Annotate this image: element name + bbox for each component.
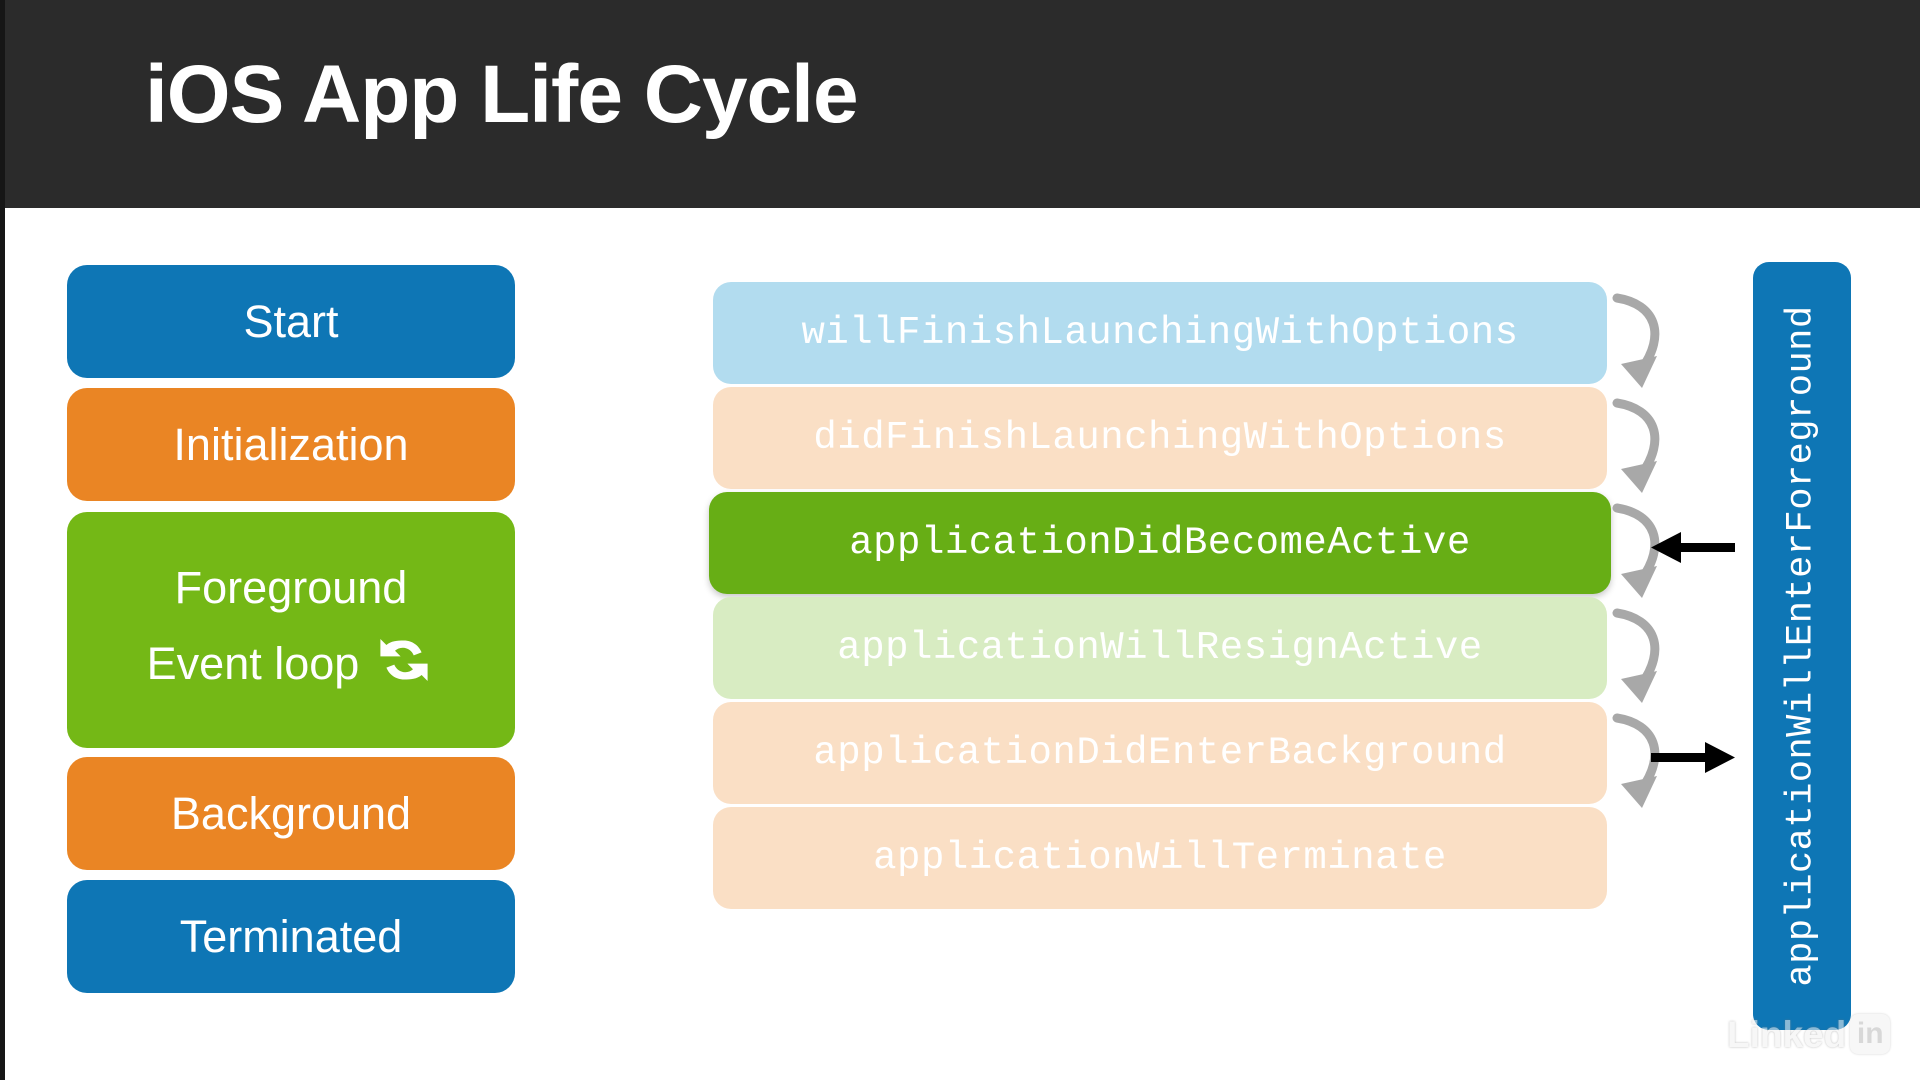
state-label: Background bbox=[170, 788, 412, 839]
cycle-icon bbox=[373, 632, 435, 695]
state-label: Foreground bbox=[174, 562, 408, 613]
page-title: iOS App Life Cycle bbox=[145, 49, 859, 140]
state-box-foreground[interactable]: Foreground Event loop bbox=[67, 512, 515, 748]
arrow-left-icon bbox=[1651, 528, 1735, 568]
arrow-right-icon bbox=[1651, 738, 1735, 778]
state-label: Initialization bbox=[173, 419, 409, 470]
linkedin-in-badge: in bbox=[1850, 1014, 1891, 1054]
state-box-start[interactable]: Start bbox=[67, 265, 515, 378]
method-row[interactable]: applicationWillResignActive bbox=[713, 597, 1607, 699]
method-label: applicationWillTerminate bbox=[873, 836, 1447, 880]
method-label: willFinishLaunchingWithOptions bbox=[801, 311, 1519, 355]
state-sublabel-row: Event loop bbox=[147, 632, 436, 695]
flow-curve-arrow-icon bbox=[1611, 395, 1689, 513]
vertical-bar-label: applicationWillEnterForeground bbox=[1781, 305, 1824, 987]
state-label: Terminated bbox=[179, 911, 403, 962]
header-bar: iOS App Life Cycle bbox=[5, 0, 1920, 208]
method-label: applicationWillResignActive bbox=[837, 626, 1483, 670]
method-label: applicationDidEnterBackground bbox=[813, 731, 1507, 775]
method-row[interactable]: applicationWillTerminate bbox=[713, 807, 1607, 909]
method-row[interactable]: didFinishLaunchingWithOptions bbox=[713, 387, 1607, 489]
linkedin-watermark: Linked in bbox=[1727, 1013, 1891, 1055]
vertical-bar-will-enter-foreground[interactable]: applicationWillEnterForeground bbox=[1753, 262, 1851, 1030]
state-box-terminated[interactable]: Terminated bbox=[67, 880, 515, 993]
method-row[interactable]: willFinishLaunchingWithOptions bbox=[713, 282, 1607, 384]
method-label: didFinishLaunchingWithOptions bbox=[813, 416, 1507, 460]
state-box-initialization[interactable]: Initialization bbox=[67, 388, 515, 501]
method-label: applicationDidBecomeActive bbox=[849, 521, 1471, 565]
flow-curve-arrow-icon bbox=[1611, 290, 1689, 408]
state-label: Start bbox=[243, 296, 339, 347]
method-row[interactable]: applicationDidEnterBackground bbox=[713, 702, 1607, 804]
method-row-active[interactable]: applicationDidBecomeActive bbox=[709, 492, 1611, 594]
state-sublabel: Event loop bbox=[146, 638, 360, 689]
linkedin-wordmark: Linked bbox=[1727, 1013, 1847, 1055]
state-box-background[interactable]: Background bbox=[67, 757, 515, 870]
flow-curve-arrow-icon bbox=[1611, 605, 1689, 723]
